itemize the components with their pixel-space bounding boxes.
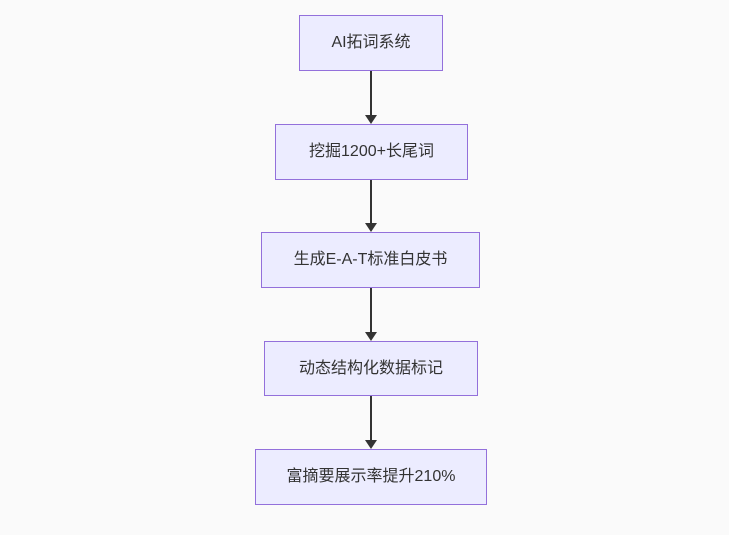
edge-line [370,71,372,115]
node-label: 动态结构化数据标记 [298,359,443,377]
node-label: 生成E-A-T标准白皮书 [293,251,448,268]
flowchart-node-eat-whitepaper: 生成E-A-T标准白皮书 [261,232,480,288]
flowchart-node-longtail-mining: 挖掘1200+长尾词 [275,124,468,180]
arrowhead-down-icon [365,223,377,232]
flowchart-node-rich-snippet-result: 富摘要展示率提升210% [255,449,487,505]
flowchart-node-ai-word-expansion: AI拓词系统 [299,15,443,71]
flowchart-edge-4 [364,396,378,449]
node-label: 挖掘1200+长尾词 [309,143,434,160]
arrowhead-down-icon [365,440,377,449]
edge-line [370,288,372,332]
arrowhead-down-icon [365,115,377,124]
arrowhead-down-icon [365,332,377,341]
flowchart-edge-2 [364,180,378,232]
edge-line [370,180,372,223]
node-label: 富摘要展示率提升210% [286,468,456,485]
edge-line [370,396,372,440]
flowchart-edge-1 [364,71,378,124]
node-label: AI拓词系统 [331,34,411,51]
flowchart-edge-3 [364,288,378,341]
flowchart-node-structured-data-markup: 动态结构化数据标记 [264,341,478,396]
